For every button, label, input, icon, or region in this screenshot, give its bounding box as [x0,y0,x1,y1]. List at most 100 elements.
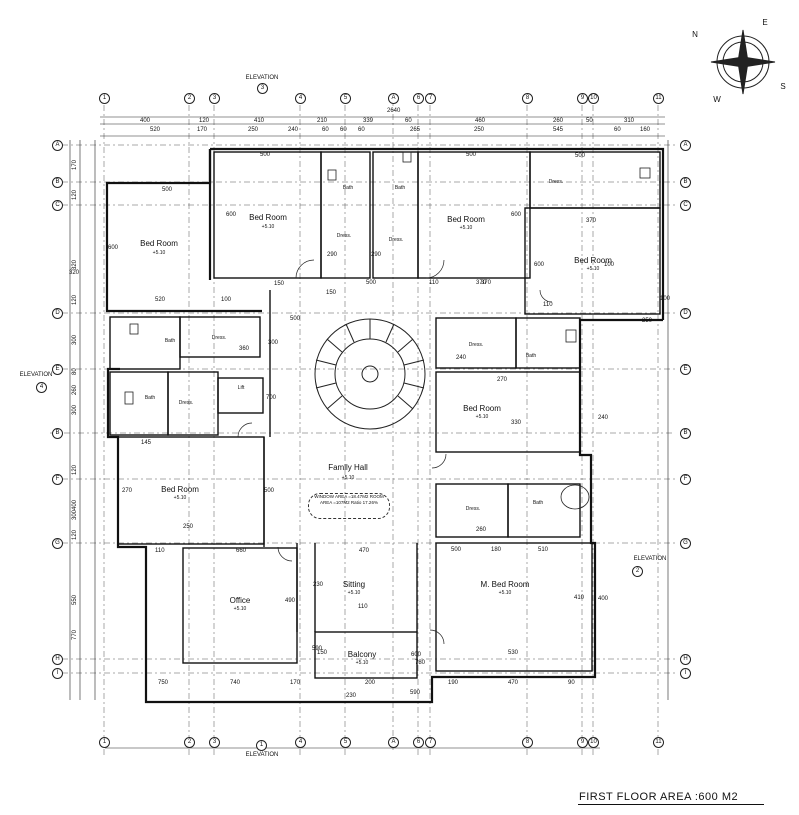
room-dim: 370 [586,218,597,224]
grid-bubble-side: B [680,177,691,188]
grid-bubble-top: 1 [99,93,110,104]
room-dim: 410 [574,595,585,601]
top-dim-1: 460 [475,118,486,124]
grid-bubble-side: H [680,654,691,665]
grid-bubble-top: 2 [184,737,195,748]
grid-bubble-side: B [52,428,63,439]
grid-bubble-side: A [680,140,691,151]
level-mark: +5.10 [347,590,361,596]
grid-bubble-side: D [52,308,63,319]
room-dim: 250 [642,318,653,324]
grid-bubble-top: 9 [577,737,588,748]
level-mark: +5.10 [341,475,355,481]
grid-bubble-side: D [680,308,691,319]
top-dim-2: 160 [640,127,651,133]
dress-label: Dress. [388,237,404,243]
room-label: Office [229,596,251,605]
room-dim: 100 [660,296,671,302]
room-dim: 150 [274,281,285,287]
room-label: Bed Room [161,485,199,494]
dress-label: Dress. [465,506,481,512]
dress-label: Dress. [468,342,484,348]
room-label: Balcony [347,650,377,659]
left-dim: 170 [72,159,78,170]
grid-bubble-top: 2 [184,93,195,104]
grid-bubble-top: 11 [653,737,664,748]
room-label: Famlly Hall [328,463,368,472]
grid-bubble-side: F [680,474,691,485]
top-dim-2: 60 [340,127,347,133]
left-dim: 320 [72,259,78,270]
room-dim: 330 [511,420,522,426]
top-dim-2: 240 [288,127,299,133]
grid-bubble-side: I [680,668,691,679]
room-dim: 470 [508,680,519,686]
grid-bubble-top: 5 [340,93,351,104]
level-mark: +5.10 [152,250,166,256]
level-mark: +5.10 [475,414,489,420]
bath-label: Bath [164,338,176,344]
left-dim: 550 [72,594,78,605]
door-swings [237,259,553,645]
room-dim: 260 [476,527,487,533]
grid-bubble-side: E [52,364,63,375]
room-dim: 145 [141,440,152,446]
room-dim: 470 [359,548,370,554]
room-dim: 400 [598,596,609,602]
room-dim: 500 [366,280,377,286]
grid-bubble-side: A [52,140,63,151]
grid-bubble-side: I [52,668,63,679]
grid-bubble-side: C [680,200,691,211]
room-dim: 270 [122,488,133,494]
bath-label: Bath [342,185,354,191]
room-dim: 520 [155,297,166,303]
room-label: Bed Room [574,256,612,265]
room-label: Bed Room [140,239,178,248]
left-dim: 260 [72,384,78,395]
top-dim-1: 410 [254,118,265,124]
top-dim-2: 250 [248,127,259,133]
room-dim: 600 [108,245,119,251]
grid-bubble-top: 5 [340,737,351,748]
room-dim: 200 [365,680,376,686]
left-dim: 400 [72,499,78,510]
left-dim: 300 [72,334,78,345]
room-dim: 110 [543,302,553,308]
lift-label: Lift [237,385,245,391]
room-dim: 230 [346,693,357,699]
room-dim: 600 [511,212,522,218]
room-dim: 240 [456,355,467,361]
room-dim: 370 [481,280,492,286]
bath-label: Bath [394,185,406,191]
top-total-dim: 2640 [387,108,401,114]
room-dim: 530 [508,650,519,656]
level-mark: +5.10 [233,606,247,612]
compass-n: N [692,30,698,39]
dress-label: Dress. [178,400,194,406]
elevation-right-label: ELEVATION [633,556,667,562]
elevation-top-marker: 3 [257,83,268,94]
dress-label: Dress. [548,179,564,185]
grid-bubble-top: 11 [653,93,664,104]
room-dim: 780 [415,660,426,666]
top-dim-1: 339 [363,118,374,124]
room-dim: 500 [451,547,462,553]
window-area-note: WINDOW AREA =18.47M2 ROOM AREA =107M2 Ra… [308,493,390,519]
room-dim: 270 [497,377,508,383]
room-label: Bed Room [463,404,501,413]
grid-bubble-top: 7 [425,93,436,104]
top-dim-1: 120 [199,118,210,124]
room-label: Sitting [342,580,366,589]
room-dim: 500 [575,153,586,159]
left-dim: 120 [72,464,78,475]
elevation-bottom-label: ELEVATION [245,752,279,758]
spiral-stair [314,318,426,430]
room-dim: 500 [260,152,271,158]
left-dim: 770 [72,629,78,640]
top-dim-2: 170 [197,127,208,133]
top-dim-2: 60 [322,127,329,133]
grid-bubble-top: 10 [588,93,599,104]
level-mark: +5.10 [261,224,275,230]
title-underline [578,804,764,805]
